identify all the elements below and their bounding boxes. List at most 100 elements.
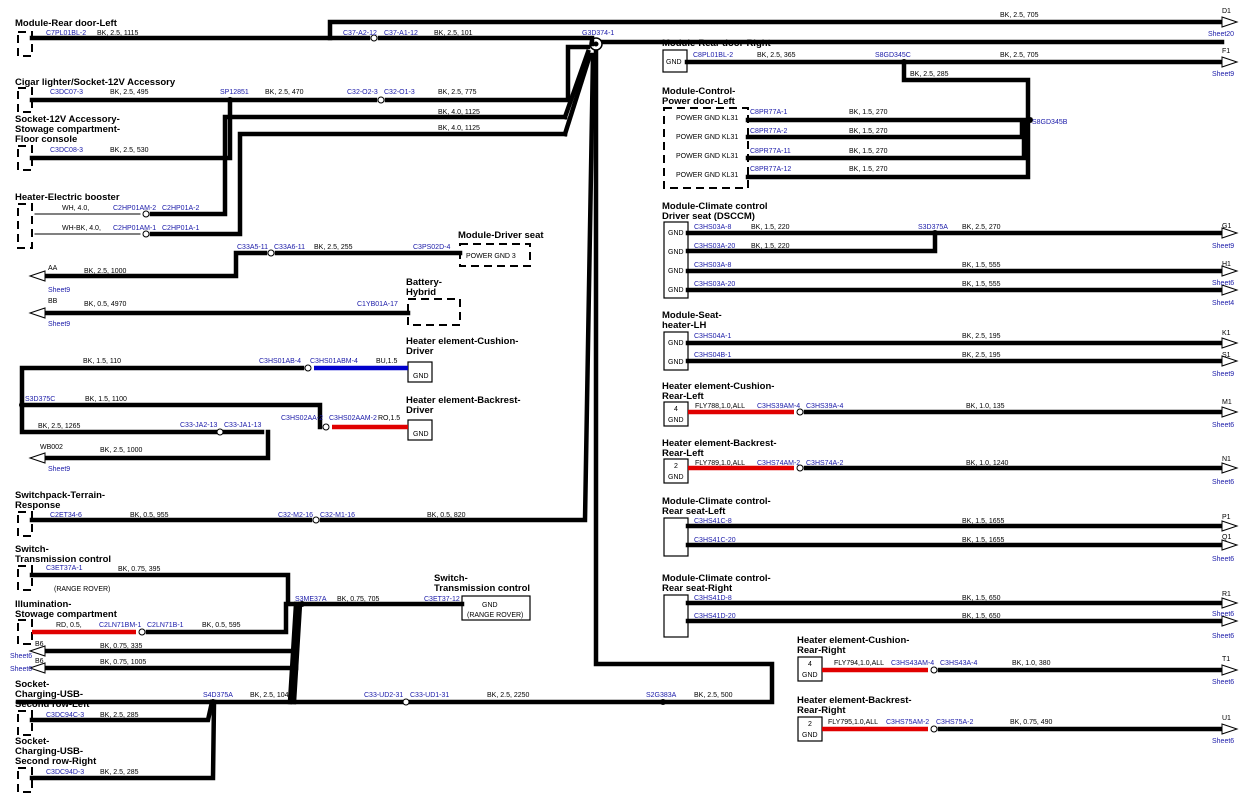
svg-text:(RANGE ROVER): (RANGE ROVER) — [54, 586, 110, 593]
svg-text:C33-UD2-31: C33-UD2-31 — [364, 692, 403, 699]
svg-text:Sheet6: Sheet6 — [1212, 280, 1234, 287]
svg-text:S3D375C: S3D375C — [25, 396, 55, 403]
svg-text:Switch-: Switch- — [434, 573, 468, 584]
svg-text:BK, 0.75, 490: BK, 0.75, 490 — [1010, 719, 1053, 726]
svg-text:WH-BK, 4.0,: WH-BK, 4.0, — [62, 225, 101, 232]
svg-text:BK, 2.5, 101: BK, 2.5, 101 — [434, 30, 473, 37]
svg-text:Heater element-Backrest-: Heater element-Backrest- — [406, 395, 521, 406]
svg-text:GND: GND — [802, 732, 818, 739]
svg-text:BK, 1.5, 1100: BK, 1.5, 1100 — [85, 396, 127, 403]
svg-text:Driver seat (DSCCM): Driver seat (DSCCM) — [662, 211, 755, 222]
svg-text:2: 2 — [674, 463, 678, 470]
svg-text:Socket-12V Accessory-: Socket-12V Accessory- — [15, 114, 120, 125]
svg-text:C3HS74A-2: C3HS74A-2 — [806, 460, 843, 467]
svg-text:BK, 1.5, 270: BK, 1.5, 270 — [849, 128, 888, 135]
svg-text:GND: GND — [413, 431, 429, 438]
svg-text:GND: GND — [668, 474, 684, 481]
seat-heater-lh-group: Module-Seat- heater-LH GND GND C3HS04A-1… — [662, 310, 1239, 378]
svg-text:Module-Climate control: Module-Climate control — [662, 201, 768, 212]
svg-text:C3HS43A-4: C3HS43A-4 — [940, 660, 977, 667]
svg-text:Rear-Left: Rear-Left — [662, 391, 705, 402]
svg-text:(RANGE ROVER): (RANGE ROVER) — [467, 612, 523, 619]
svg-text:Sheet9: Sheet9 — [48, 466, 70, 473]
svg-text:WH, 4.0,: WH, 4.0, — [62, 205, 89, 212]
svg-text:BK, 0.75, 705: BK, 0.75, 705 — [337, 596, 380, 603]
svg-text:N1: N1 — [1222, 456, 1231, 463]
svg-text:BK, 2.5, 285: BK, 2.5, 285 — [100, 712, 139, 719]
illumination-group: Illumination- Stowage compartment RD, 0.… — [10, 599, 299, 674]
svg-text:BK, 1.5, 1655: BK, 1.5, 1655 — [962, 537, 1005, 544]
svg-text:BK, 2.5, 1000: BK, 2.5, 1000 — [84, 268, 127, 275]
svg-text:H1: H1 — [1222, 261, 1231, 268]
svg-text:4: 4 — [674, 406, 678, 413]
svg-text:2: 2 — [808, 721, 812, 728]
svg-text:BK, 2.5, 285: BK, 2.5, 285 — [910, 71, 949, 78]
cigar-lighter-group: Cigar lighter/Socket-12V Accessory C3DC0… — [15, 44, 591, 113]
svg-text:S4D375A: S4D375A — [203, 692, 233, 699]
svg-text:Heater element-Cushion-: Heater element-Cushion- — [406, 336, 518, 347]
svg-text:C3HS41D-20: C3HS41D-20 — [694, 613, 736, 620]
cushion-rear-left-group: Heater element-Cushion- Rear-Left 4 GND … — [662, 381, 1239, 429]
svg-text:Sheet6: Sheet6 — [1212, 422, 1234, 429]
svg-text:BK, 2.5, 705: BK, 2.5, 705 — [1000, 12, 1039, 19]
svg-text:C3DC08-3: C3DC08-3 — [50, 147, 83, 154]
svg-text:BK, 1.5, 110: BK, 1.5, 110 — [83, 358, 121, 365]
svg-text:C37-A2-12: C37-A2-12 — [343, 30, 377, 37]
svg-text:F1: F1 — [1222, 48, 1230, 55]
rear-door-right-group: Module-Rear door-Right GND C8PL01BL-2 BK… — [662, 38, 1239, 123]
backrest-driver-group: Heater element-Backrest- Driver GND S3D3… — [19, 395, 521, 473]
svg-text:S2G383A: S2G383A — [646, 692, 677, 699]
svg-text:GND: GND — [668, 340, 684, 347]
svg-text:C3HS75AM-2: C3HS75AM-2 — [886, 719, 929, 726]
svg-text:Sheet6: Sheet6 — [1212, 556, 1234, 563]
svg-text:C3PS02D-4: C3PS02D-4 — [413, 244, 450, 251]
svg-text:BK, 2.5, 705: BK, 2.5, 705 — [1000, 52, 1039, 59]
svg-text:BK, 1.0, 1240: BK, 1.0, 1240 — [966, 460, 1009, 467]
svg-text:BK, 2.5, 365: BK, 2.5, 365 — [757, 52, 796, 59]
svg-text:C3HS04A-1: C3HS04A-1 — [694, 333, 731, 340]
svg-text:Sheet6: Sheet6 — [1212, 611, 1234, 618]
svg-text:B6: B6 — [35, 658, 44, 665]
svg-text:BK, 1.5, 270: BK, 1.5, 270 — [849, 109, 888, 116]
svg-text:GND: GND — [668, 249, 684, 256]
svg-text:B6: B6 — [35, 641, 44, 648]
rear-door-left-module — [17, 31, 33, 57]
socket-12v-group: Socket-12V Accessory- Stowage compartmen… — [15, 49, 593, 171]
svg-text:BK, 2.5, 775: BK, 2.5, 775 — [438, 89, 477, 96]
svg-text:Socket-: Socket- — [15, 736, 49, 747]
svg-text:C3HS01AB-4: C3HS01AB-4 — [259, 358, 301, 365]
svg-text:C2LN71BM-1: C2LN71BM-1 — [99, 622, 142, 629]
svg-text:C37-A1-12: C37-A1-12 — [384, 30, 418, 37]
svg-text:C33-UD1-31: C33-UD1-31 — [410, 692, 449, 699]
svg-text:C33-JA1-13: C33-JA1-13 — [224, 422, 261, 429]
svg-text:RO,1.5: RO,1.5 — [378, 415, 400, 422]
svg-text:C3HS39A-4: C3HS39A-4 — [806, 403, 843, 410]
svg-text:C3HS03A-20: C3HS03A-20 — [694, 243, 735, 250]
power-door-group: Module-Control- Power door-Left POWER GN… — [662, 86, 1068, 189]
svg-text:C8PR77A-2: C8PR77A-2 — [750, 128, 787, 135]
svg-text:C8PR77A-11: C8PR77A-11 — [750, 148, 791, 155]
svg-text:S8GD345C: S8GD345C — [875, 52, 911, 59]
svg-text:C3HS04B-1: C3HS04B-1 — [694, 352, 731, 359]
svg-text:BK, 2.5, 285: BK, 2.5, 285 — [100, 769, 139, 776]
svg-text:C8PR77A-12: C8PR77A-12 — [750, 166, 791, 173]
svg-text:GND: GND — [668, 359, 684, 366]
rear-door-left-title: Module-Rear door-Left — [15, 18, 118, 29]
svg-text:POWER GND KL31: POWER GND KL31 — [676, 153, 738, 160]
svg-text:GND: GND — [668, 287, 684, 294]
backrest-rear-right-group: Heater element-Backrest- Rear-Right 2 GN… — [797, 695, 1239, 745]
svg-text:S8GD345B: S8GD345B — [1032, 119, 1068, 126]
svg-text:C2ET34-6: C2ET34-6 — [50, 512, 82, 519]
svg-text:G1: G1 — [1222, 223, 1231, 230]
svg-text:Sheet6: Sheet6 — [1212, 633, 1234, 640]
svg-text:C3DC94D-3: C3DC94D-3 — [46, 769, 84, 776]
svg-text:Sheet9: Sheet9 — [48, 321, 70, 328]
svg-text:C2HP01AM-1: C2HP01AM-1 — [113, 225, 156, 232]
svg-text:BK, 2.5, 1265: BK, 2.5, 1265 — [38, 423, 81, 430]
svg-text:Driver: Driver — [406, 405, 434, 416]
svg-text:C3HS03A-8: C3HS03A-8 — [694, 262, 731, 269]
svg-text:Module-Climate control-: Module-Climate control- — [662, 573, 771, 584]
svg-text:Sheet6: Sheet6 — [1212, 679, 1234, 686]
svg-text:BK, 1.5, 1655: BK, 1.5, 1655 — [962, 518, 1005, 525]
